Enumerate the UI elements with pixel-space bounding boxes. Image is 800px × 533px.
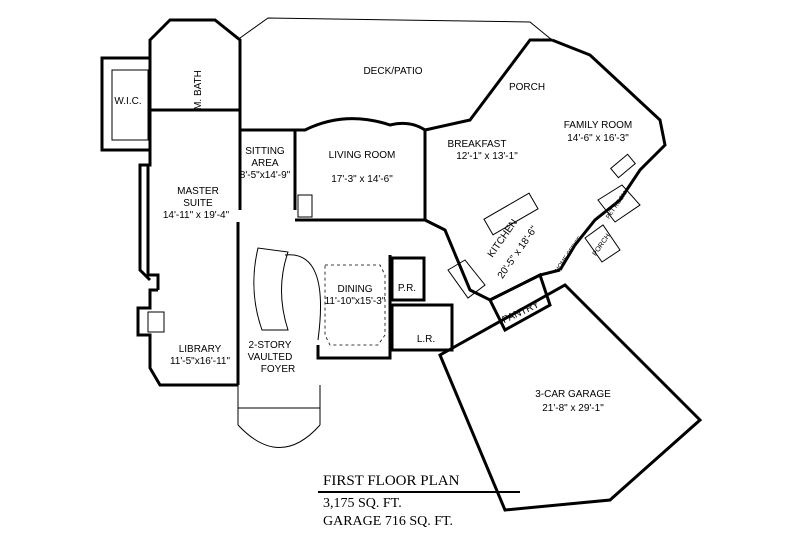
deck-label: DECK/PATIO	[363, 66, 422, 77]
pet-room-label: PET ROOM	[606, 191, 629, 221]
lr-label: L.R.	[417, 334, 435, 345]
library-wall	[136, 288, 238, 387]
sitting-label-1: SITTING	[245, 146, 285, 157]
deck-outline	[239, 17, 553, 41]
garage-dims: 21'-8" x 29'-1"	[542, 403, 604, 414]
garage-label: 3-CAR GARAGE	[535, 389, 611, 400]
master-label-1: MASTER	[177, 186, 219, 197]
area-total: 3,175 SQ. FT.	[323, 496, 402, 511]
exterior-walls	[100, 17, 703, 512]
library-label: LIBRARY	[179, 344, 222, 355]
foyer-label-3: FOYER	[261, 364, 295, 375]
family-fireplace	[610, 153, 636, 179]
master-suite-wall	[102, 148, 160, 290]
master-dims: 14'-11" x 19'-4"	[163, 210, 230, 221]
living-room-bay	[295, 117, 427, 220]
side-porch-wall	[584, 224, 621, 263]
dining-dims: 11'-10"x15'-3"	[325, 296, 386, 307]
porch-top-label: PORCH	[509, 82, 545, 93]
living-dims: 17'-3" x 14'-6"	[331, 174, 393, 185]
wic-inner	[111, 69, 149, 141]
library-dims: 11'-5"x16'-11"	[170, 356, 230, 367]
master-bay	[138, 163, 152, 282]
foyer-curve	[284, 254, 321, 341]
master-label-2: SUITE	[183, 198, 213, 209]
mbath-label: M. BATH	[193, 70, 204, 110]
dining-wall	[316, 255, 392, 360]
porch-side-label: PORCH	[592, 233, 612, 258]
garage-wall	[438, 283, 703, 512]
foyer-label-1: 2-STORY	[249, 340, 292, 351]
area-garage: GARAGE 716 SQ. FT.	[323, 514, 453, 529]
home-office-label: HOME OFFICE	[555, 236, 584, 274]
kitchen-wall	[424, 218, 561, 302]
front-porch	[237, 385, 321, 409]
breakfast-label: BREAKFAST	[448, 139, 507, 150]
pr-label: P.R.	[398, 283, 416, 294]
living-fireplace	[297, 194, 313, 218]
kitchen-cooktop	[447, 259, 486, 299]
breakfast-dims: 12'-1" x 13'-1"	[456, 151, 518, 162]
dining-label: DINING	[338, 284, 373, 295]
family-label: FAMILY ROOM	[564, 120, 633, 131]
wic-label: W.I.C.	[114, 96, 141, 107]
family-dims: 14'-6" x 16'-3"	[567, 133, 629, 144]
sitting-dims: 8'-5"x14'-9"	[240, 170, 291, 181]
living-label: LIVING ROOM	[329, 150, 396, 161]
title-block: FIRST FLOOR PLAN 3,175 SQ. FT. GARAGE 71…	[318, 473, 520, 529]
plan-title: FIRST FLOOR PLAN	[323, 473, 460, 489]
dining-ceiling	[324, 264, 386, 346]
kitchen-island	[483, 192, 539, 236]
foyer-label-2: VAULTED	[248, 352, 293, 363]
laundry-room	[390, 303, 454, 352]
foyer-stair	[253, 247, 289, 331]
family-room-wall	[551, 38, 667, 271]
pet-room-wall	[597, 184, 641, 223]
breakfast-wall	[424, 38, 552, 132]
room-labels: DECK/PATIO PORCH W.I.C. M. BATH SITTING …	[114, 66, 632, 414]
library-fireplace	[147, 311, 165, 333]
powder-room	[390, 256, 426, 302]
front-porch-arc	[237, 424, 321, 448]
sitting-label-2: AREA	[251, 158, 279, 169]
